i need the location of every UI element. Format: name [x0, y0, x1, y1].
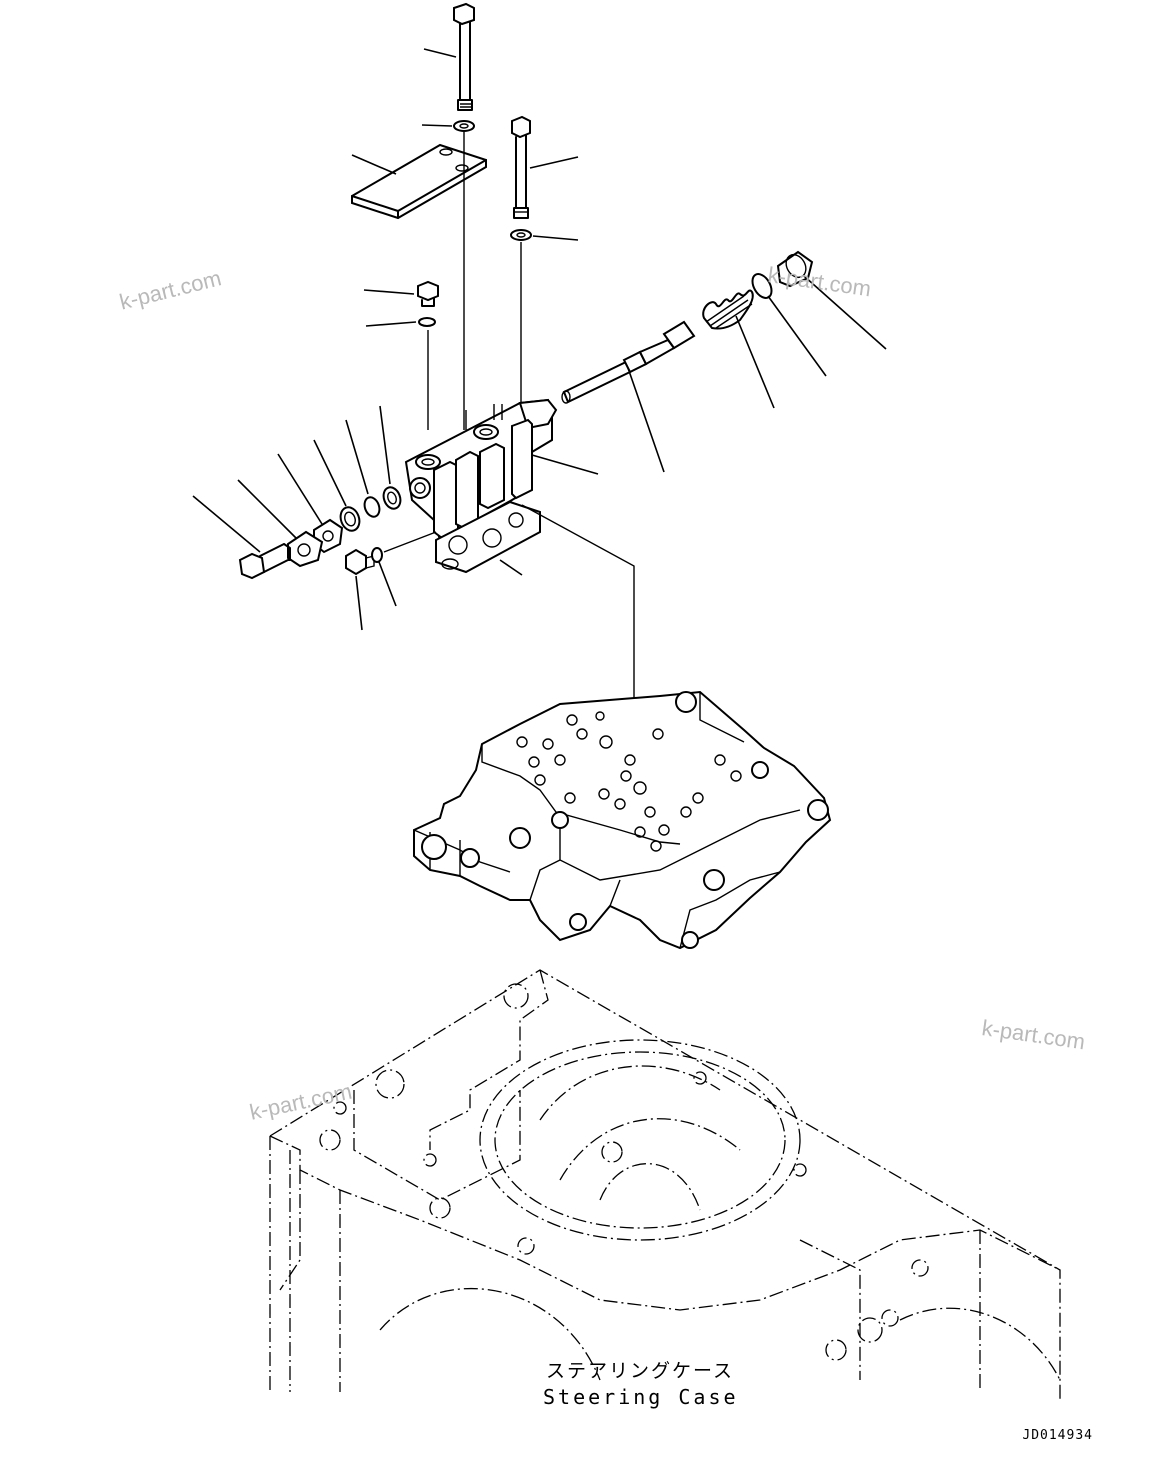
cover-flange: [287, 530, 324, 568]
gear-ring: [339, 506, 361, 532]
steering-case-label-jp: ステアリングケース: [546, 1360, 735, 1382]
spool: [561, 320, 696, 404]
valve-housing: [413, 690, 832, 950]
cap: [776, 250, 814, 288]
valve-body: [404, 398, 558, 542]
steering-case: [269, 969, 1061, 1400]
washer-1: [453, 120, 475, 132]
plug: [417, 280, 439, 307]
gasket: [435, 500, 541, 574]
long-bolt-1: [453, 2, 475, 111]
small-plug: [345, 548, 375, 576]
spring: [702, 289, 754, 330]
o-ring-1: [418, 317, 436, 327]
seal-ring-1: [382, 486, 402, 510]
o-ring-3: [371, 547, 383, 563]
steering-case-label-en: Steering Case: [543, 1385, 739, 1409]
cover-plate: [351, 143, 487, 220]
long-bolt-2: [511, 115, 531, 219]
leader-long-bolt-1: [423, 48, 457, 58]
washer-2: [510, 229, 532, 241]
hex-bolt: [238, 543, 291, 580]
seal-ring-2: [363, 496, 381, 518]
drawing-number: JD014934: [1022, 1428, 1093, 1443]
